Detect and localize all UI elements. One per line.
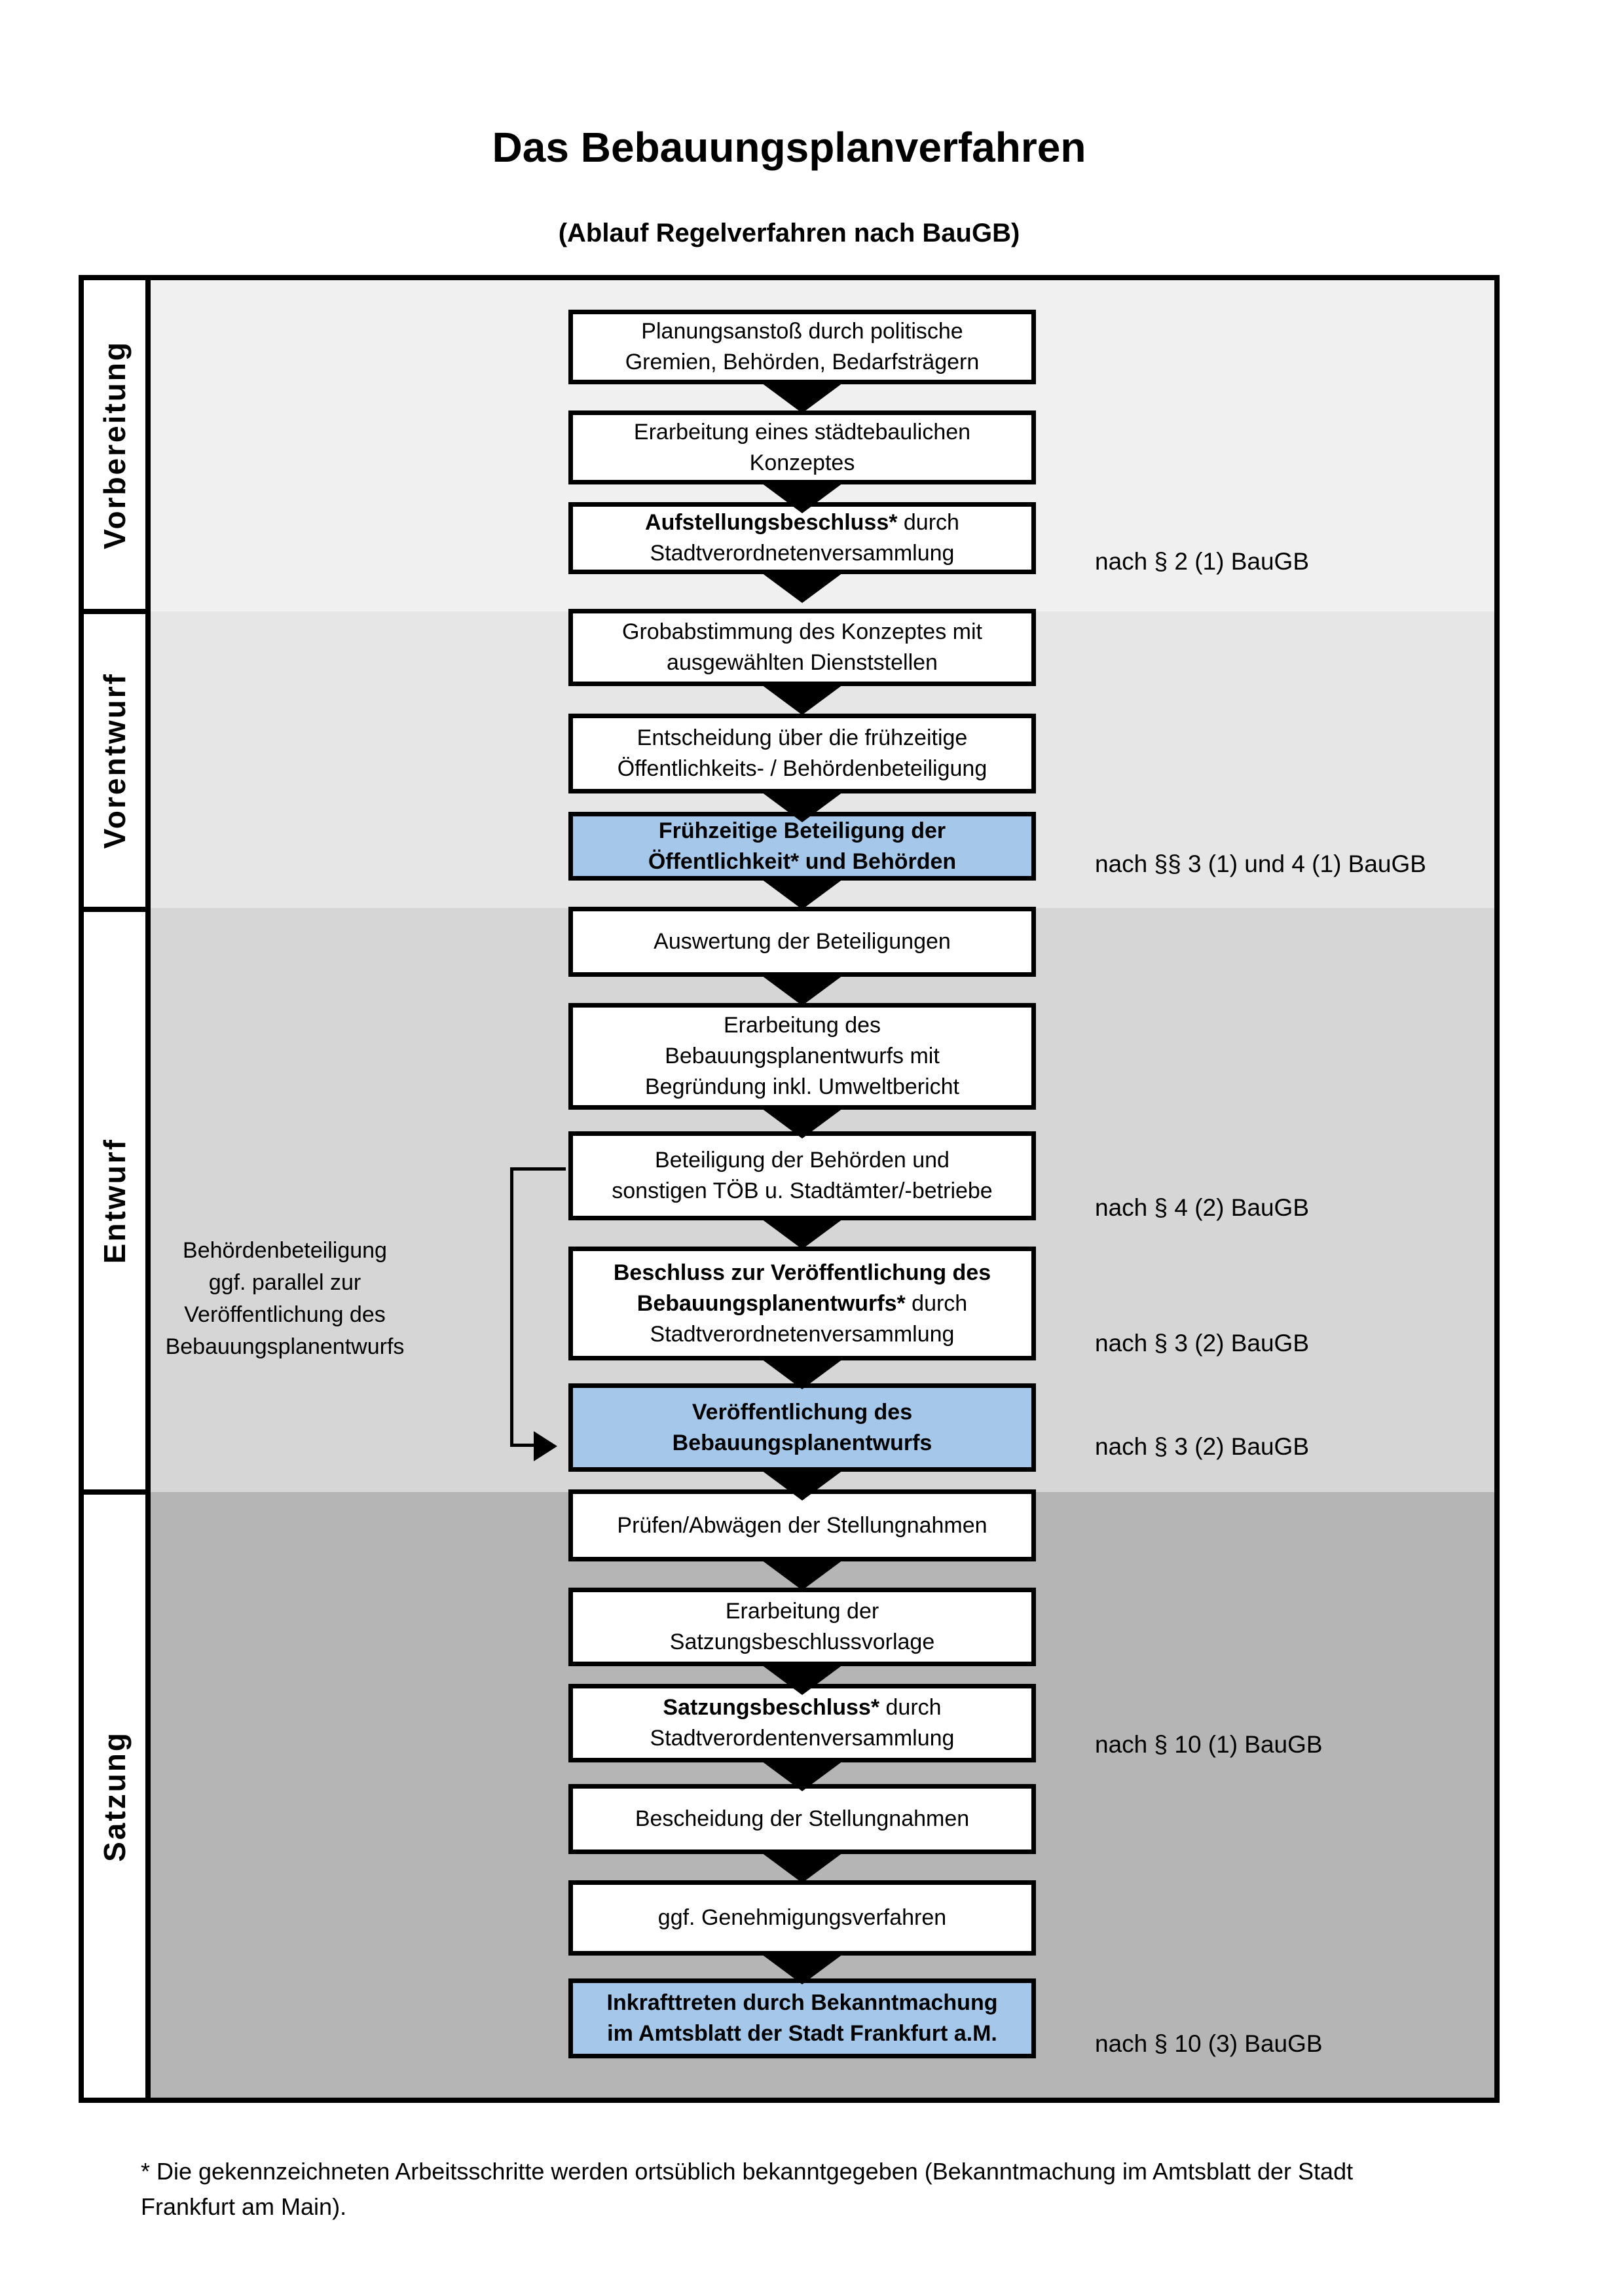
parallel-connector-arrowhead-icon [534, 1431, 557, 1461]
flow-arrow-down-icon [762, 1219, 843, 1249]
step-text: Auswertung der Beteiligungen [654, 929, 951, 954]
step-text: Erarbeitung eines städtebaulichen Konzep… [633, 419, 971, 475]
flow-arrow-down-icon [762, 573, 843, 603]
phase-label-cell-entwurf: Entwurf [84, 912, 145, 1495]
step-pruefen-abwaegen: Prüfen/Abwägen der Stellungnahmen [568, 1489, 1036, 1561]
parallel-connector-vertical [510, 1167, 513, 1447]
step-text: Erarbeitung des Bebauungsplanentwurfs mi… [644, 1013, 960, 1099]
step-text: Beschluss zur Veröffentlichung des Bebau… [613, 1260, 991, 1347]
phase-label-cell-satzung: Satzung [84, 1495, 145, 2098]
step-text: Beteiligung der Behörden und sonstigen T… [612, 1148, 993, 1203]
step-text: Erarbeitung der Satzungsbeschlussvorlage [669, 1599, 935, 1654]
step-aufstellungsbeschluss: Aufstellungsbeschluss* durch Stadtverord… [568, 502, 1036, 574]
step-satzungsbeschluss: Satzungsbeschluss* durch Stadtverordente… [568, 1684, 1036, 1762]
step-fruehzeitige-beteiligung: Frühzeitige Beteiligung der Öffentlichke… [568, 812, 1036, 881]
parallel-connector-top [510, 1167, 566, 1171]
flow-arrow-down-icon [762, 1359, 843, 1389]
legal-reference: nach § 3 (2) BauGB [1095, 1330, 1310, 1357]
step-text: Frühzeitige Beteiligung der Öffentlichke… [648, 818, 957, 874]
legal-reference: nach § 10 (3) BauGB [1095, 2030, 1323, 2057]
page-subtitle: (Ablauf Regelverfahren nach BauGB) [558, 219, 1020, 247]
flow-arrow-down-icon [762, 1560, 843, 1590]
phase-label-cell-vorbereitung: Vorbereitung [84, 280, 145, 614]
flow-arrow-down-icon [762, 1954, 843, 1984]
step-text: Bescheidung der Stellungnahmen [635, 1806, 970, 1831]
flow-arrow-down-icon [762, 1665, 843, 1695]
flow-arrow-down-icon [762, 685, 843, 715]
flow-arrow-down-icon [762, 879, 843, 909]
flow-arrow-down-icon [762, 383, 843, 413]
step-text: Inkrafttreten durch Bekanntmachung im Am… [606, 1990, 998, 2046]
legal-reference: nach § 10 (1) BauGB [1095, 1731, 1323, 1758]
flow-arrow-down-icon [762, 792, 843, 822]
footnote: * Die gekennzeichneten Arbeitsschritte w… [141, 2158, 1354, 2220]
step-text: Aufstellungsbeschluss* durch Stadtverord… [645, 510, 959, 566]
step-text: Entscheidung über die frühzeitige Öffent… [617, 725, 987, 781]
legal-reference: nach § 2 (1) BauGB [1095, 548, 1310, 575]
legal-reference: nach §§ 3 (1) und 4 (1) BauGB [1095, 850, 1426, 877]
step-planungsanstoss: Planungsanstoß durch politische Gremien,… [568, 310, 1036, 384]
phase-label-cell-vorentwurf: Vorentwurf [84, 614, 145, 912]
flow-arrow-down-icon [762, 1761, 843, 1791]
legal-reference: nach § 3 (2) BauGB [1095, 1433, 1310, 1460]
step-text: Planungsanstoß durch politische Gremien,… [625, 319, 980, 374]
step-satzungsbeschlussvorlage: Erarbeitung der Satzungsbeschlussvorlage [568, 1588, 1036, 1666]
flow-arrow-down-icon [762, 1108, 843, 1139]
step-entscheidung-beteiligung: Entscheidung über die frühzeitige Öffent… [568, 714, 1036, 793]
flow-arrow-down-icon [762, 1853, 843, 1883]
page-title: Das Bebauungsplanverfahren [492, 124, 1086, 171]
flow-arrow-down-icon [762, 1470, 843, 1501]
step-staedtebauliches-konzept: Erarbeitung eines städtebaulichen Konzep… [568, 410, 1036, 484]
step-grobabstimmung: Grobabstimmung des Konzeptes mit ausgewä… [568, 609, 1036, 686]
step-text: ggf. Genehmigungsverfahren [657, 1905, 947, 1930]
step-text: Prüfen/Abwägen der Stellungnahmen [617, 1512, 987, 1538]
flow-arrow-down-icon [762, 483, 843, 513]
step-text: Grobabstimmung des Konzeptes mit ausgewä… [622, 619, 982, 675]
label-column-divider [145, 280, 151, 2098]
step-erarbeitung-entwurf: Erarbeitung des Bebauungsplanentwurfs mi… [568, 1003, 1036, 1110]
parallel-connector-bottom [510, 1444, 535, 1447]
side-note-behoerdenbeteiligung: Behördenbeteiligung ggf. parallel zur Ve… [165, 1238, 405, 1359]
step-inkrafttreten: Inkrafttreten durch Bekanntmachung im Am… [568, 1978, 1036, 2058]
step-veroeffentlichung: Veröffentlichung des Bebauungsplanentwur… [568, 1383, 1036, 1472]
step-bescheidung: Bescheidung der Stellungnahmen [568, 1784, 1036, 1854]
step-text: Veröffentlichung des Bebauungsplanentwur… [672, 1399, 932, 1455]
diagram-frame [79, 275, 1500, 2103]
flow-arrow-down-icon [762, 975, 843, 1006]
step-text: Satzungsbeschluss* durch Stadtverordente… [650, 1695, 955, 1751]
legal-reference: nach § 4 (2) BauGB [1095, 1194, 1310, 1221]
